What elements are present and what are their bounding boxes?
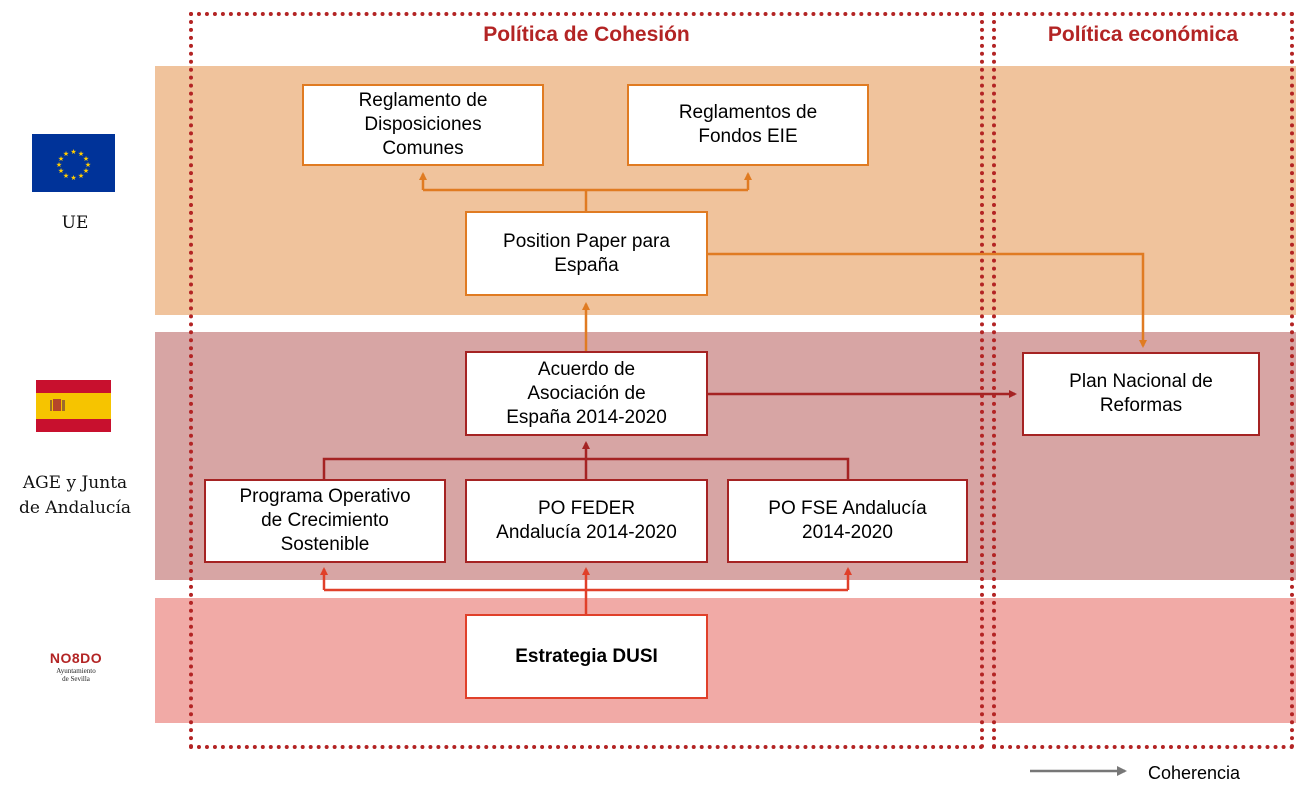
eu-flag-icon: ★ ★ ★ ★ ★ ★ ★ ★ ★ ★ ★ ★	[32, 134, 115, 192]
box-plan-line2: Reformas	[1099, 395, 1183, 416]
box-acuerdo-line1: Acuerdo de	[537, 358, 636, 380]
spain-flag-icon	[36, 380, 111, 432]
sevilla-logo: NO8DO Ayuntamiento de Sevilla	[46, 650, 106, 683]
box-rdc-line3: Comunes	[382, 138, 464, 159]
box-acuerdo-asociacion: Acuerdo de Asociación de España 2014-202…	[465, 351, 708, 436]
cohesion-title: Política de Cohesión	[483, 23, 690, 46]
cohesion-frame	[189, 12, 984, 749]
level-age-label: AGE y Junta de Andalucía	[0, 471, 150, 521]
box-plan-nacional: Plan Nacional de Reformas	[1022, 352, 1260, 436]
level-age-line1: AGE y Junta	[22, 473, 128, 493]
svg-text:★: ★	[58, 155, 64, 163]
box-position-paper: Position Paper para España	[465, 211, 708, 296]
box-poc-line3: Sostenible	[280, 534, 370, 555]
box-acuerdo-line2: Asociación de	[527, 382, 646, 404]
box-position-line1: Position Paper para	[503, 230, 670, 252]
box-poc-line2: de Crecimiento	[261, 510, 389, 531]
no8do-logo-text: NO8DO	[49, 650, 103, 666]
box-feder-line2: Andalucía 2014-2020	[496, 522, 677, 543]
svg-text:★: ★	[56, 161, 62, 169]
level-ue-label: UE	[61, 213, 89, 233]
box-fondos-line2: Fondos EIE	[698, 126, 798, 147]
box-reglamentos-fondos: Reglamentos de Fondos EIE	[627, 84, 869, 166]
svg-text:★: ★	[70, 148, 76, 156]
box-acuerdo-line3: España 2014-2020	[506, 406, 667, 428]
box-feder-line1: PO FEDER	[537, 498, 636, 519]
svg-text:★: ★	[83, 167, 89, 175]
box-reglamento-disposiciones: Reglamento de Disposiciones Comunes	[302, 84, 544, 166]
svg-text:★: ★	[85, 161, 91, 169]
box-po-feder: PO FEDER Andalucía 2014-2020	[465, 479, 708, 563]
svg-text:★: ★	[70, 174, 76, 182]
box-po-fse: PO FSE Andalucía 2014-2020	[727, 479, 968, 563]
box-rdc-line2: Disposiciones	[364, 114, 482, 135]
economic-title: Política económica	[1047, 23, 1239, 46]
box-programa-operativo: Programa Operativo de Crecimiento Sosten…	[204, 479, 446, 563]
band-sevilla	[155, 598, 1296, 723]
box-fse-line1: PO FSE Andalucía	[768, 498, 927, 519]
box-poc-line1: Programa Operativo	[239, 486, 411, 507]
box-position-line2: España	[554, 254, 619, 276]
svg-text:★: ★	[58, 167, 64, 175]
svg-text:★: ★	[83, 155, 89, 163]
box-rdc-line1: Reglamento de	[358, 90, 488, 111]
box-fondos-line1: Reglamentos de	[678, 102, 818, 123]
legend-coherencia-label: Coherencia	[1148, 763, 1241, 783]
svg-text:★: ★	[63, 172, 69, 180]
box-estrategia-dusi: Estrategia DUSI	[465, 614, 708, 699]
economic-frame	[992, 12, 1294, 749]
box-fse-line2: 2014-2020	[802, 522, 893, 543]
svg-text:★: ★	[78, 150, 84, 158]
box-plan-line1: Plan Nacional de	[1069, 371, 1213, 392]
logo-line1: Ayuntamiento	[56, 667, 96, 675]
level-age-line2: de Andalucía	[18, 498, 132, 518]
box-dusi-label: Estrategia DUSI	[515, 645, 658, 667]
svg-text:★: ★	[63, 150, 69, 158]
svg-text:★: ★	[78, 172, 84, 180]
logo-line2: de Sevilla	[62, 675, 90, 683]
